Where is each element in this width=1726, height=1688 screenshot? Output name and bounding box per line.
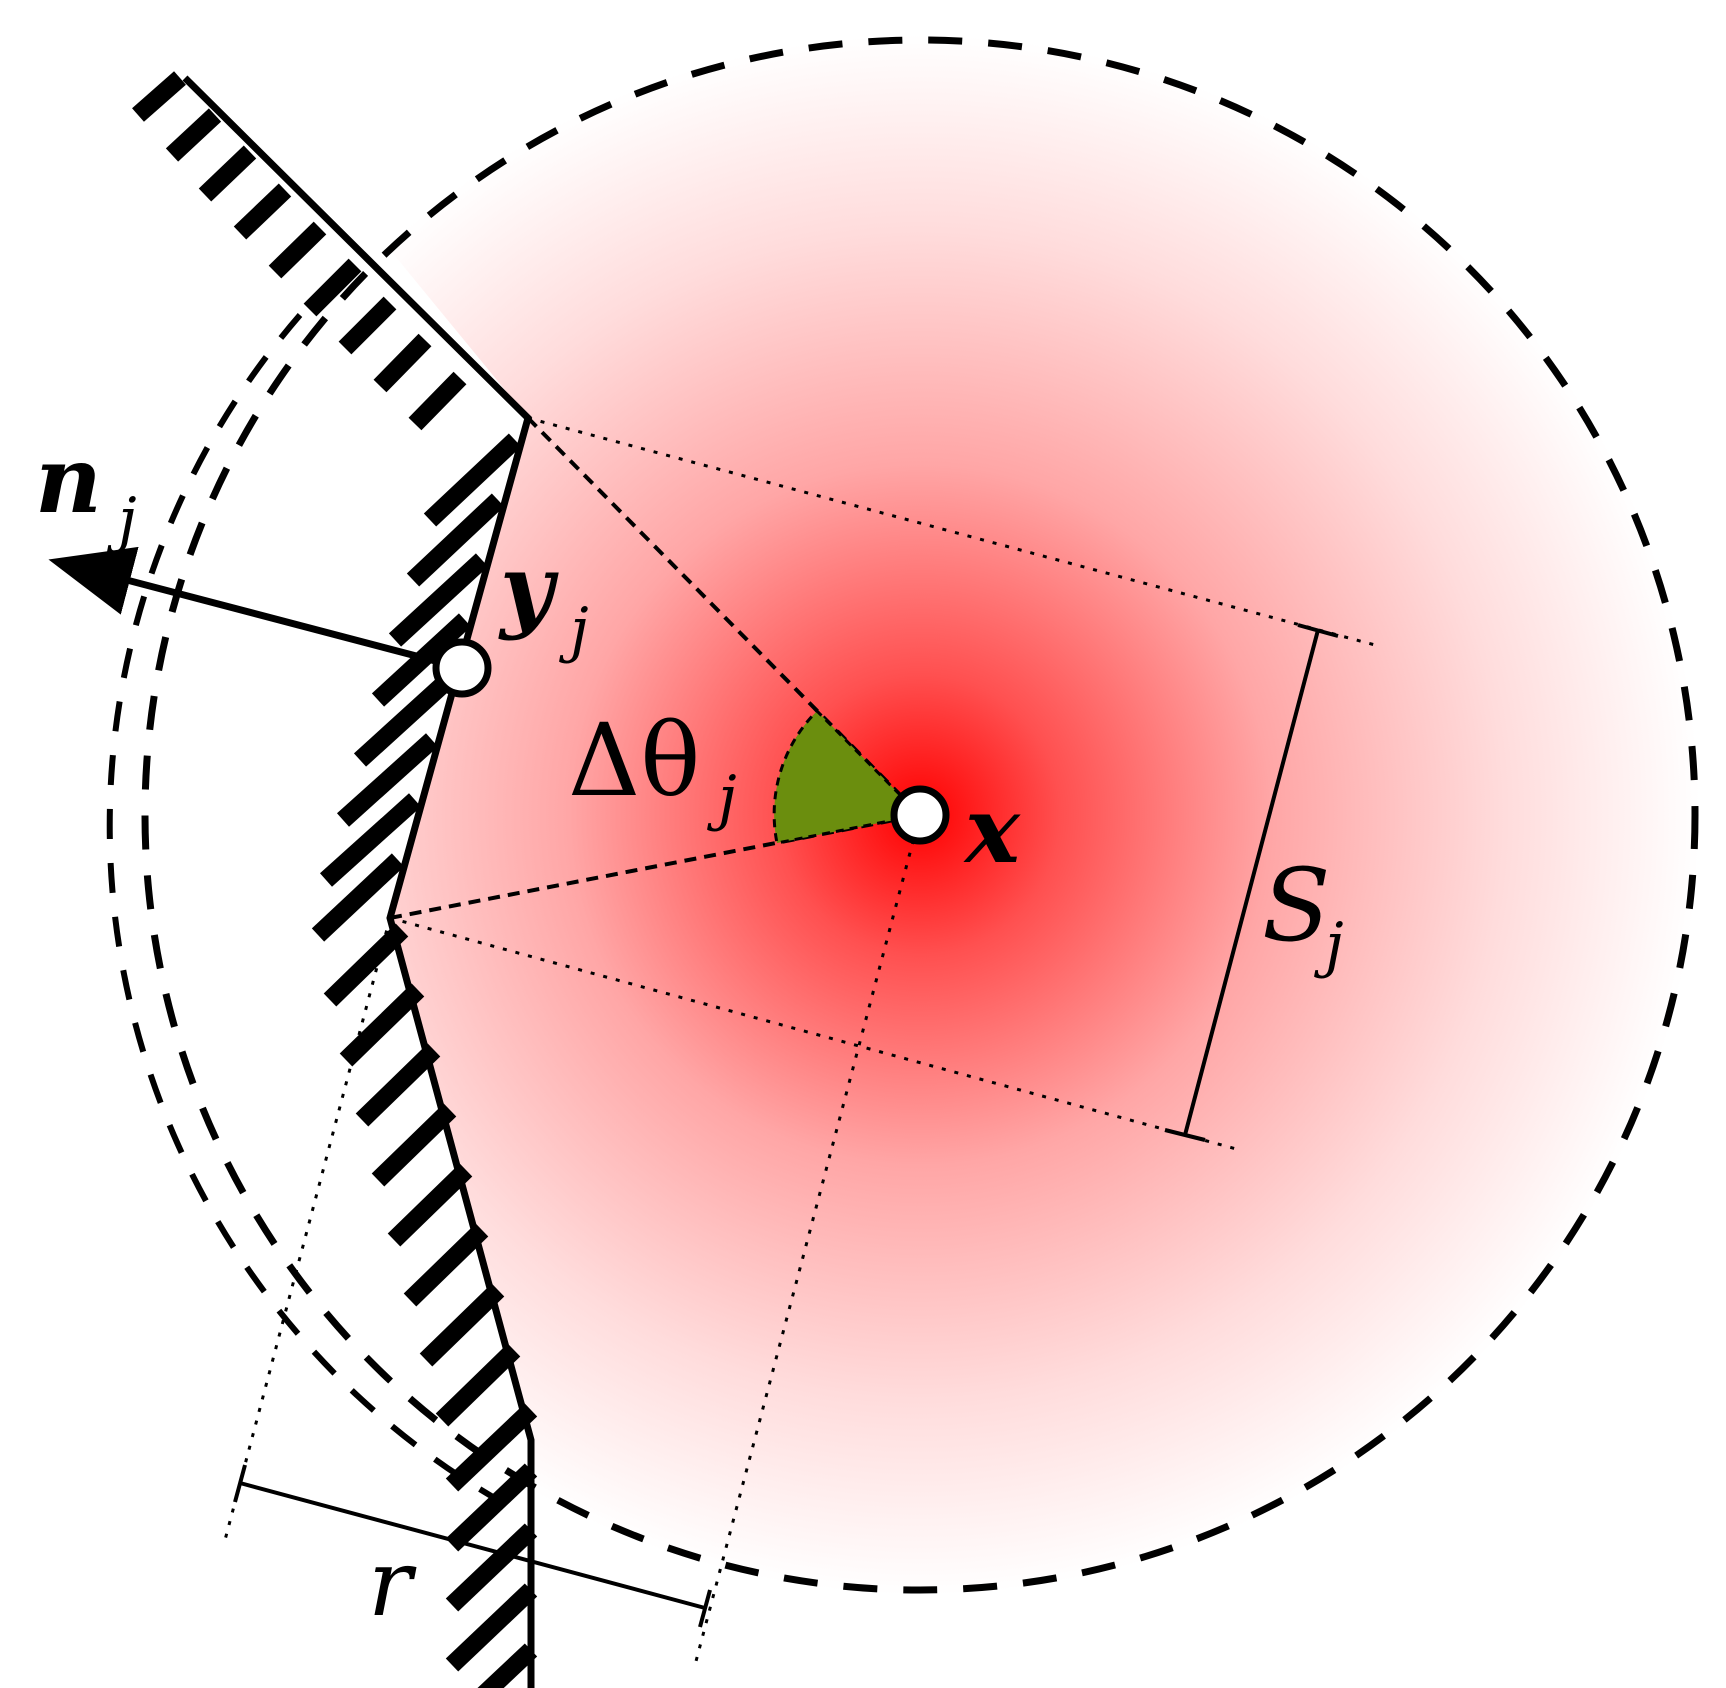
boundary-point-yj bbox=[432, 638, 492, 698]
projection-lines bbox=[223, 416, 1376, 1666]
label-normal-vector-sub: j bbox=[107, 485, 137, 555]
inner-radius-arc bbox=[106, 313, 527, 1518]
wall-hatching bbox=[132, 71, 538, 1688]
label-radius: r bbox=[368, 1530, 417, 1637]
label-field-point: x bbox=[963, 776, 1021, 884]
angle-wedge bbox=[772, 708, 924, 845]
segment-length-dimension bbox=[1164, 623, 1339, 1142]
label-segment-length: S bbox=[1262, 847, 1331, 964]
label-boundary-point: y bbox=[498, 534, 559, 642]
radius-dimension bbox=[233, 1464, 712, 1628]
normal-vector-arrow bbox=[48, 546, 463, 672]
label-angle-delta: Δθ bbox=[568, 702, 700, 819]
outer-support-circle bbox=[141, 36, 1699, 1594]
field-point-x bbox=[890, 785, 950, 845]
label-normal-vector: n bbox=[35, 426, 102, 534]
